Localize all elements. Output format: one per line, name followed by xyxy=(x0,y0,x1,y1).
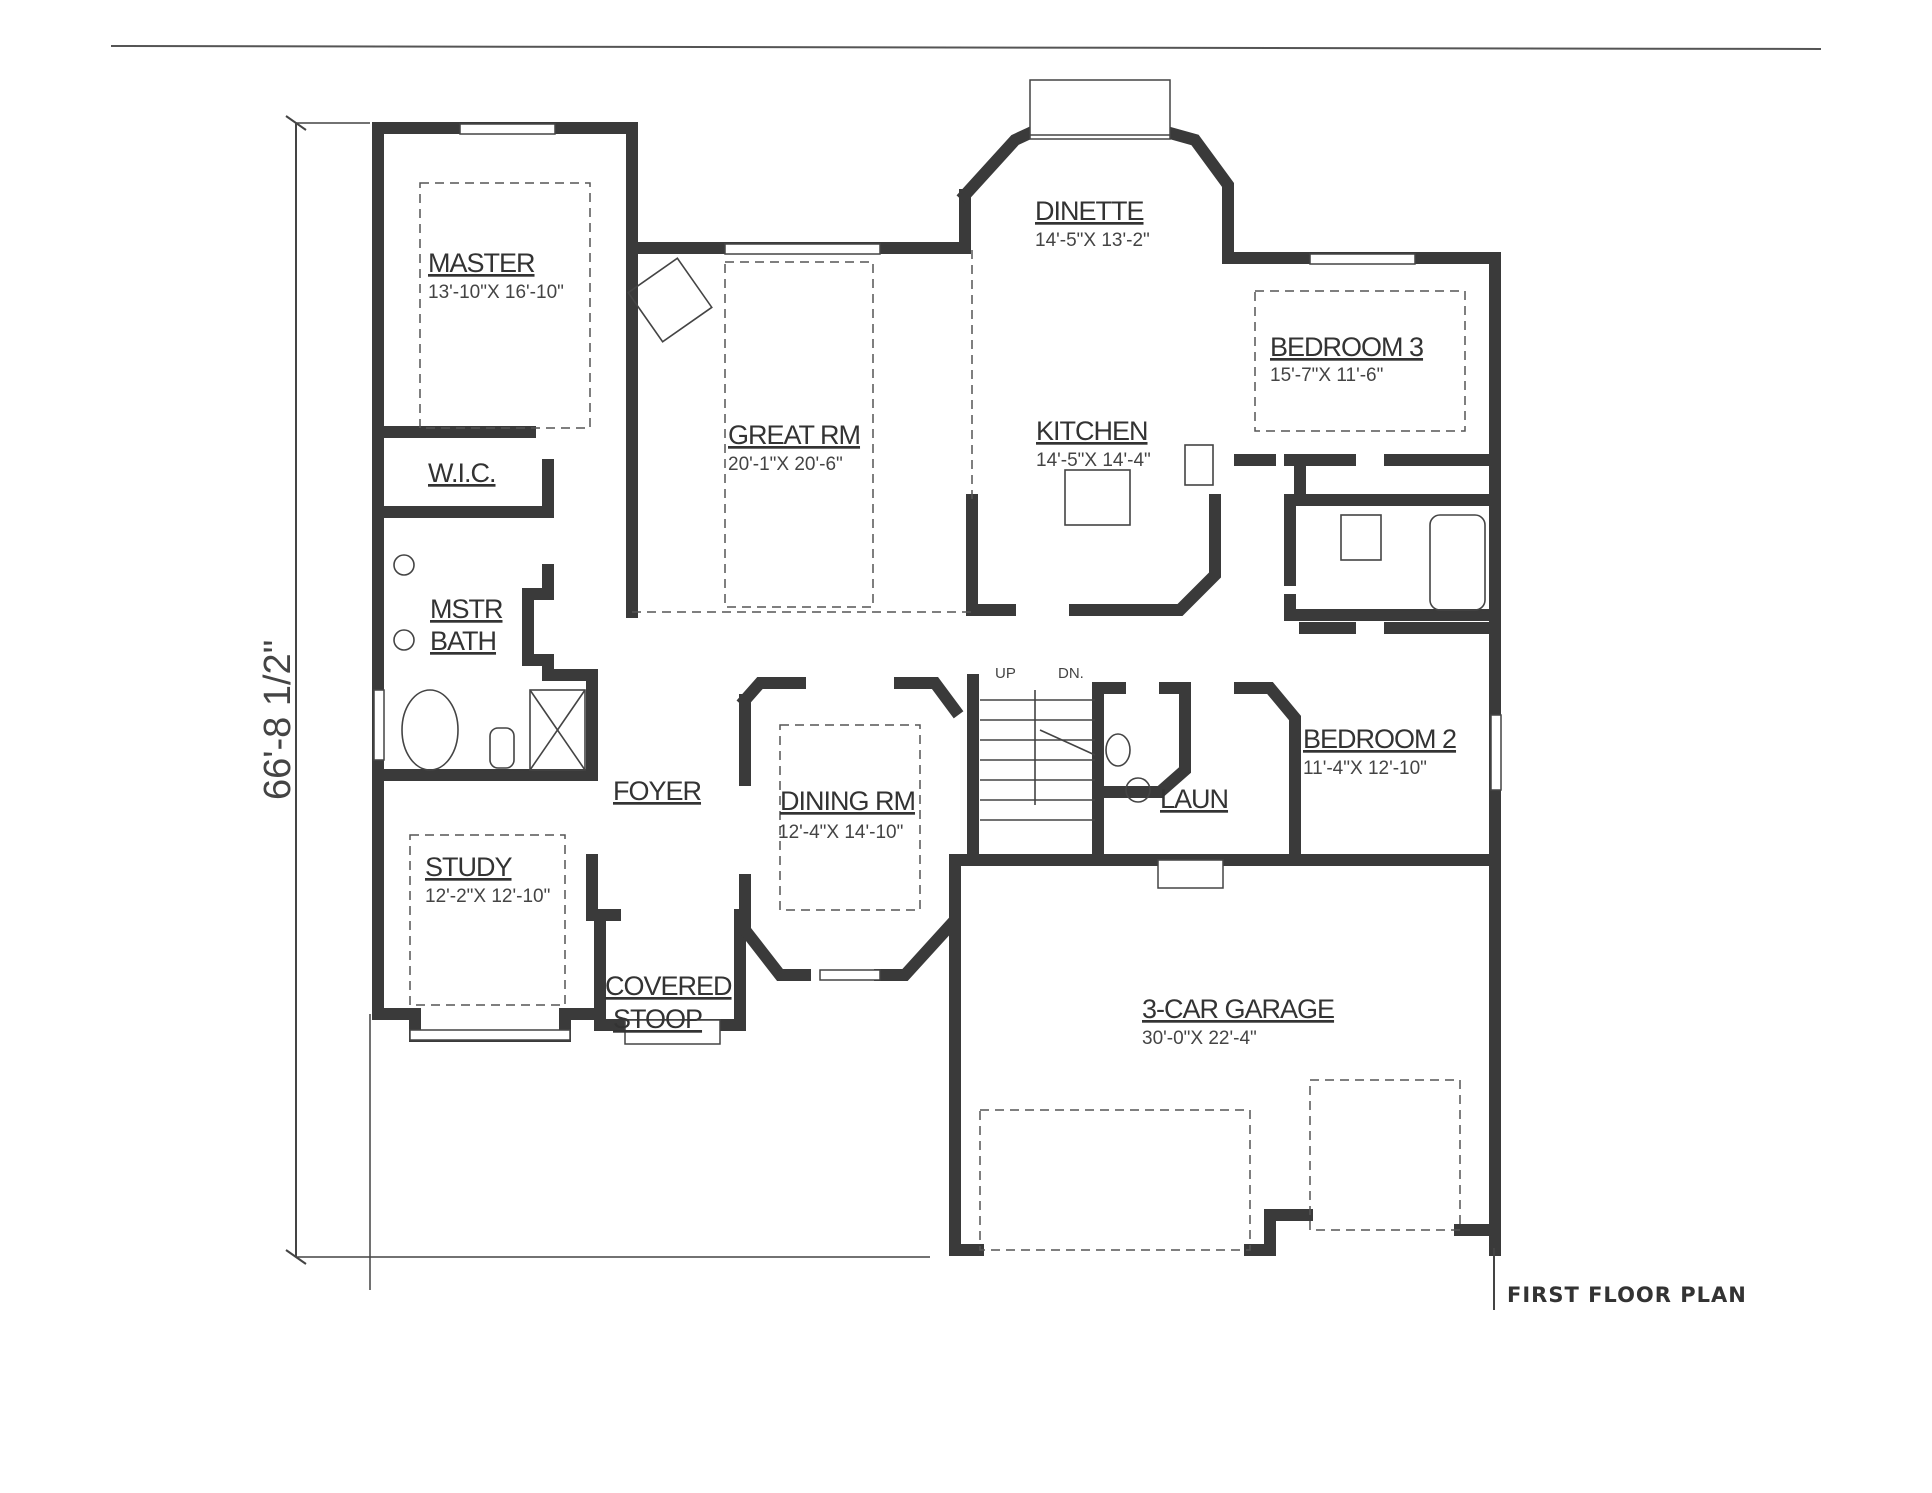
room-dim-garage: 30'-0"X 22'-4" xyxy=(1142,1028,1257,1049)
room-name-mstr-bath-1: MSTR xyxy=(430,594,503,624)
tub-icon xyxy=(401,689,459,771)
room-dim-bedroom3: 15'-7"X 11'-6" xyxy=(1270,365,1383,386)
room-name-kitchen: KITCHEN xyxy=(1036,416,1148,446)
room-dim-kitchen: 14'-5"X 14'-4" xyxy=(1036,450,1151,471)
room-name-study: STUDY xyxy=(425,852,512,882)
room-name-covered-stoop-2: STOOP xyxy=(613,1004,702,1034)
plan-title: FIRST FLOOR PLAN xyxy=(1507,1283,1747,1307)
overall-dimension-line xyxy=(285,115,930,1290)
room-name-wic: W.I.C. xyxy=(428,458,496,488)
room-dim-study: 12'-2"X 12'-10" xyxy=(425,886,550,907)
stairs xyxy=(980,690,1096,821)
room-name-laun: LAUN xyxy=(1160,784,1228,814)
room-name-mstr-bath-2: BATH xyxy=(430,626,496,656)
stairs-down-label: DN. xyxy=(1058,665,1084,682)
room-name-garage: 3-CAR GARAGE xyxy=(1142,994,1334,1024)
room-name-covered-stoop-1: COVERED xyxy=(605,971,732,1001)
room-dim-bedroom2: 11'-4"X 12'-10" xyxy=(1303,758,1427,779)
room-name-bedroom2: BEDROOM 2 xyxy=(1303,724,1456,754)
sink-icon xyxy=(393,554,415,576)
fireplace-icon xyxy=(627,257,713,343)
overall-dimension-label: 66'-8 1/2" xyxy=(257,640,299,800)
room-dim-dining-rm: 12'-4"X 14'-10" xyxy=(778,822,903,843)
toilet-icon xyxy=(489,727,515,769)
sink-icon xyxy=(393,629,415,651)
shower-icon xyxy=(529,689,586,771)
room-name-great-rm: GREAT RM xyxy=(728,420,860,450)
top-rule xyxy=(110,45,1822,50)
stairs-up-label: UP xyxy=(995,665,1016,682)
windows xyxy=(373,79,1502,1045)
kitchen-island xyxy=(1064,469,1131,526)
room-dim-master: 13'-10"X 16'-10" xyxy=(428,282,564,303)
room-name-master: MASTER xyxy=(428,248,535,278)
cooktop-icon xyxy=(1184,444,1214,486)
fixtures xyxy=(393,257,1486,803)
room-dim-great-rm: 20'-1"X 20'-6" xyxy=(728,454,843,475)
room-name-bedroom3: BEDROOM 3 xyxy=(1270,332,1423,362)
ceiling-outlines xyxy=(409,182,1466,1251)
room-name-dining-rm: DINING RM xyxy=(780,786,915,816)
room-name-foyer: FOYER xyxy=(613,776,702,806)
room-name-dinette: DINETTE xyxy=(1035,196,1144,226)
walls xyxy=(372,122,1501,1256)
room-dim-dinette: 14'-5"X 13'-2" xyxy=(1035,230,1150,251)
